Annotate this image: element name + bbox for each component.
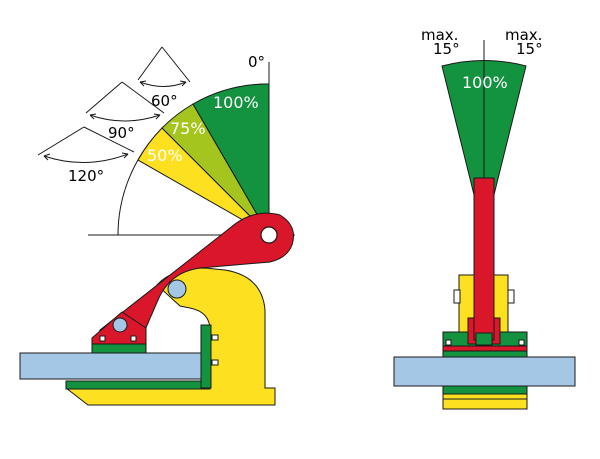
label-angle-120: 120° [68,167,104,185]
label-max-left-line2: 15° [433,40,460,58]
front-view: max. 15° max. 15° 100% [393,26,576,410]
angle-120-indicator [37,126,135,163]
lifting-arm [98,212,294,331]
front-red-strip [442,345,528,352]
steel-plate [19,352,213,380]
front-arm-base [475,332,493,346]
cam-grip-pad [91,343,147,354]
front-lifting-arm [473,177,495,341]
lifting-eye [260,226,278,244]
pivot-hole [167,279,187,299]
pad-bolts [211,334,219,366]
label-max-right-line2: 15° [516,40,543,58]
lower-grip-pad [65,380,211,390]
label-angle-90: 90° [108,124,135,142]
front-steel-plate [393,356,576,387]
side-view: 0° 60° 90° 120° 100% 75% 50% [19,46,295,406]
angle-90-indicator [85,81,165,122]
label-angle-0: 0° [248,53,265,71]
label-front-zone-100: 100% [462,73,508,92]
label-zone-100: 100% [213,93,259,112]
front-pad-bolts [445,339,525,346]
label-angle-60: 60° [151,92,178,110]
label-zone-75: 75% [170,119,206,138]
front-body-lower [442,393,528,410]
vertical-grip-pad [200,324,212,389]
front-side-bolts [453,289,515,304]
label-max-right-line1: max. [505,26,542,44]
label-zone-50: 50% [147,146,183,165]
angle-60-indicator [137,46,191,87]
cam-bolts [99,335,137,342]
label-max-left-line1: max. [421,26,458,44]
front-grip-pad-lower [442,385,528,395]
cam-pin [112,317,128,333]
